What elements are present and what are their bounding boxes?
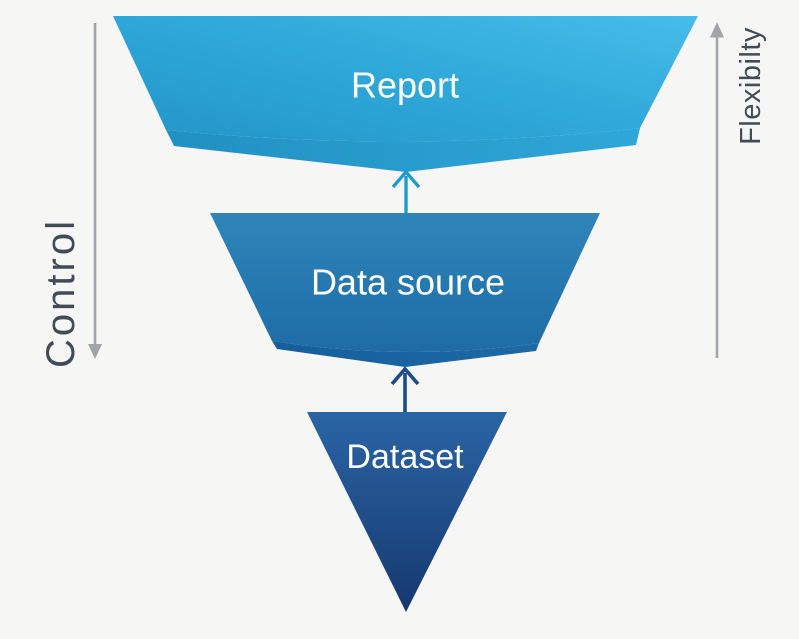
dataset-shape — [307, 412, 507, 612]
up-arrow-icon — [391, 169, 421, 189]
arrow-dataset-to-source — [390, 366, 420, 412]
data-source-shape-fold — [272, 341, 539, 367]
data-source-shape — [210, 213, 600, 353]
control-axis-label: Control — [39, 218, 83, 368]
flexibility-axis: Flexibilty — [710, 22, 767, 358]
down-arrow-icon — [88, 344, 102, 359]
arrow-source-to-report — [391, 169, 421, 213]
report-label: Report — [351, 65, 459, 106]
flexibility-axis-label: Flexibilty — [735, 27, 767, 145]
control-axis: Control — [39, 23, 102, 368]
up-arrow-icon — [390, 366, 420, 386]
report-shape-fold — [166, 128, 640, 172]
report-shape — [113, 16, 698, 142]
dataset-label: Dataset — [346, 438, 464, 476]
data-source-label: Data source — [311, 262, 505, 303]
funnel-level-data-source: Data source — [210, 213, 600, 367]
up-arrow-icon — [710, 22, 724, 38]
funnel-level-dataset: Dataset — [307, 412, 507, 612]
funnel-level-report: Report — [113, 16, 698, 172]
